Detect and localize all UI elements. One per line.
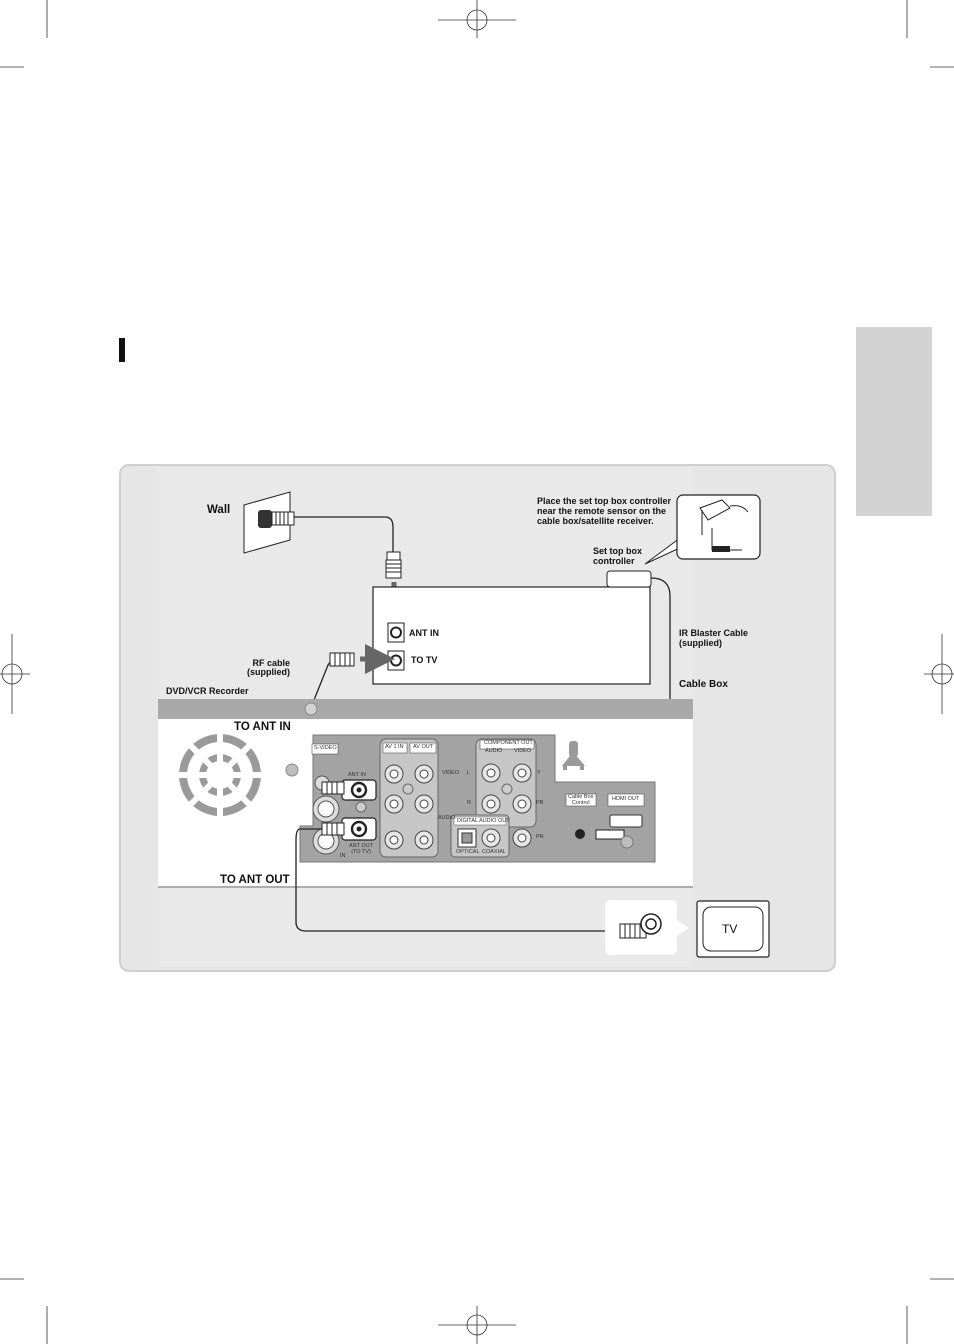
cable-box-control-label: Cable Box Control	[568, 794, 594, 806]
component-video-label: VIDEO	[514, 748, 532, 754]
video-side-label: VIDEO	[442, 770, 460, 776]
cable-box	[372, 586, 651, 685]
r-label: R	[467, 800, 471, 806]
cable-box-ant-in-label: ANT IN	[409, 628, 439, 638]
rf-plug-icon	[385, 551, 402, 579]
coaxial-label: COAXIAL	[482, 849, 506, 855]
tv-icon	[696, 900, 770, 958]
tv-label: TV	[722, 922, 738, 936]
y-label: Y	[537, 770, 541, 776]
in-label: IN	[340, 853, 346, 859]
wall-label: Wall	[207, 504, 231, 516]
recorder-top-band	[158, 699, 693, 719]
av-out-label: AV OUT	[413, 744, 434, 750]
caution-symbol-icon	[562, 741, 585, 770]
pb-label: PB	[536, 800, 544, 806]
recorder-label: DVD/VCR Recorder	[166, 686, 249, 696]
cable-box-to-tv-label: TO TV	[411, 655, 438, 665]
ant-in-port-label: ANT IN	[348, 772, 366, 778]
ant-out-port-label: ANT OUT (TO TV)	[349, 843, 374, 855]
fan-vent-icon	[177, 732, 263, 818]
set-top-box-label: Set top box controller	[593, 546, 642, 566]
section-marker	[119, 338, 125, 362]
rf-cable-label: RF cable (supplied)	[247, 658, 290, 677]
to-ant-out-label: TO ANT OUT	[220, 874, 290, 886]
wall-cable	[294, 516, 394, 552]
ir-blaster-label: IR Blaster Cable (supplied)	[679, 628, 749, 649]
av1-in-label: AV 1 IN	[385, 744, 404, 750]
digital-audio-out-label: DIGITAL AUDIO OUT	[457, 818, 510, 824]
cable-box-label: Cable Box	[679, 679, 728, 690]
wall-outlet-icon	[243, 491, 295, 554]
hdmi-out-label: HDMI OUT	[612, 796, 640, 802]
component-out-label: COMPONENT OUT	[484, 740, 533, 746]
set-top-box-controller	[606, 570, 652, 588]
to-ant-in-label: TO ANT IN	[234, 721, 291, 733]
controller-callout	[676, 494, 761, 560]
audio-side-label: AUDIO	[438, 815, 456, 821]
optical-label: OPTICAL	[456, 849, 480, 855]
tv-cable	[295, 828, 622, 932]
pr-label: PR	[536, 834, 544, 840]
controller-note: Place the set top box controller near th…	[537, 496, 672, 526]
side-tab	[856, 327, 932, 516]
component-audio-label: AUDIO	[485, 748, 503, 754]
l-label: L	[467, 770, 471, 776]
s-video-label: S-VIDEO	[314, 745, 337, 751]
